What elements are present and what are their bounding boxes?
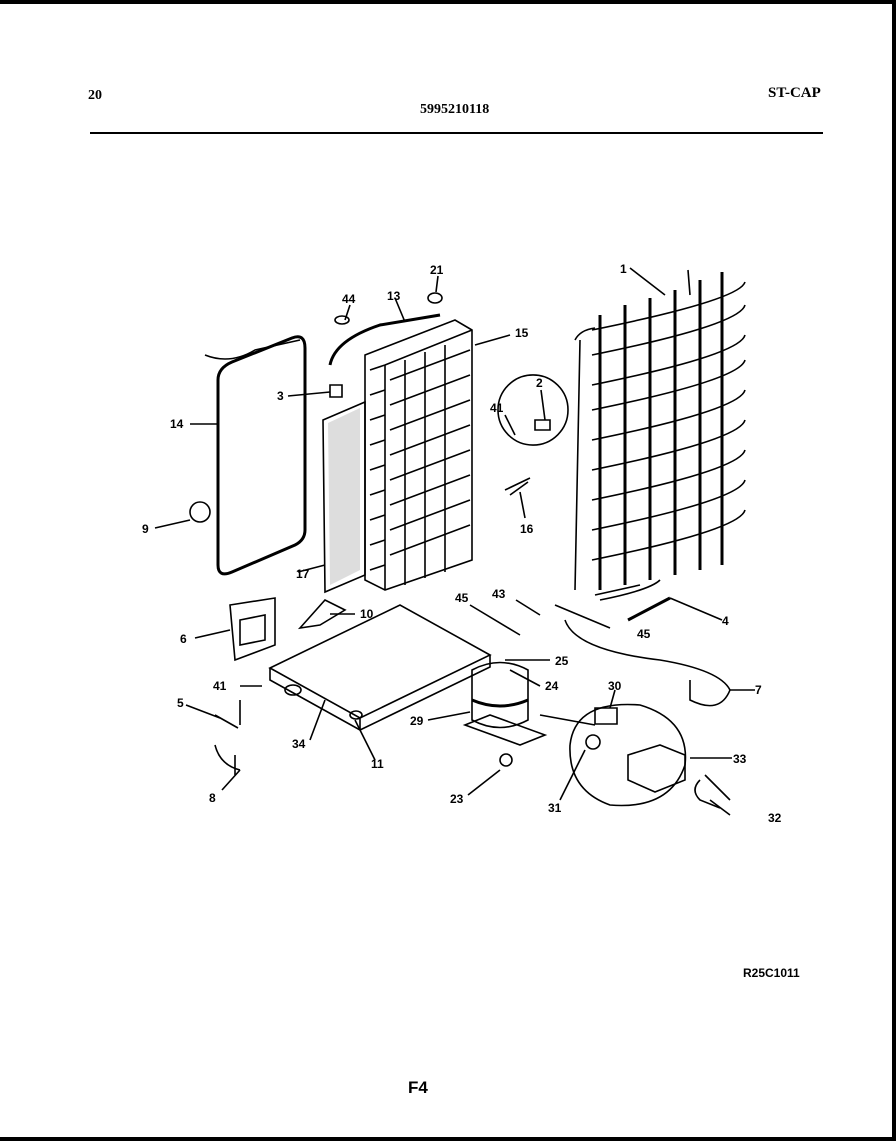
part-label-45b: 45 xyxy=(637,627,651,641)
part-label-17: 17 xyxy=(296,567,310,581)
part-label-16: 16 xyxy=(520,522,534,536)
leader-lines xyxy=(154,267,755,816)
part-label-1: 1 xyxy=(620,262,627,276)
part-label-14: 14 xyxy=(170,417,184,431)
part-label-29: 29 xyxy=(410,714,424,728)
electrical-group xyxy=(569,703,731,809)
small-parts xyxy=(189,292,731,707)
part-label-33: 33 xyxy=(733,752,747,766)
base-pan xyxy=(268,604,492,732)
part-label-24: 24 xyxy=(545,679,559,693)
door-gasket xyxy=(204,335,307,576)
part-label-23: 23 xyxy=(450,792,464,806)
part-label-9: 9 xyxy=(142,522,149,536)
part-label-11: 11 xyxy=(371,757,384,771)
part-label-15: 15 xyxy=(515,326,529,340)
figure-label: F4 xyxy=(408,1078,428,1097)
section-code: ST-CAP xyxy=(768,85,821,101)
part-label-4: 4 xyxy=(722,614,729,628)
part-label-41a: 41 xyxy=(490,401,504,415)
right-edge-bar xyxy=(892,0,896,1141)
part-label-43: 43 xyxy=(492,587,506,601)
part-label-32: 32 xyxy=(768,811,782,825)
hardware-bits xyxy=(214,700,241,775)
compressor xyxy=(462,661,596,767)
evaporator xyxy=(364,319,473,591)
callout-labels: 1 2 3 4 5 6 7 8 9 10 11 13 14 15 16 17 2… xyxy=(142,262,782,825)
top-edge-bar xyxy=(0,0,896,4)
bottom-edge-bar xyxy=(0,1137,896,1141)
part-label-13: 13 xyxy=(387,289,401,303)
page-number: 20 xyxy=(88,88,102,103)
part-label-41b: 41 xyxy=(213,679,227,693)
part-label-6: 6 xyxy=(180,632,187,646)
part-label-45a: 45 xyxy=(455,591,469,605)
filter-panel xyxy=(322,400,366,594)
part-label-30: 30 xyxy=(608,679,622,693)
part-label-34: 34 xyxy=(292,737,306,751)
part-label-5: 5 xyxy=(177,696,184,710)
part-label-2: 2 xyxy=(536,376,543,390)
part-label-31: 31 xyxy=(548,801,562,815)
condenser-coil xyxy=(574,272,746,601)
model-number: 5995210118 xyxy=(420,102,490,117)
header-rule xyxy=(90,132,823,134)
part-label-10: 10 xyxy=(360,607,374,621)
part-label-3: 3 xyxy=(277,389,284,403)
part-label-21: 21 xyxy=(430,263,444,277)
part-label-8: 8 xyxy=(209,791,216,805)
part-label-7: 7 xyxy=(755,683,762,697)
part-label-25: 25 xyxy=(555,654,569,668)
part-label-44: 44 xyxy=(342,292,356,306)
drawing-reference: R25C1011 xyxy=(743,966,800,980)
